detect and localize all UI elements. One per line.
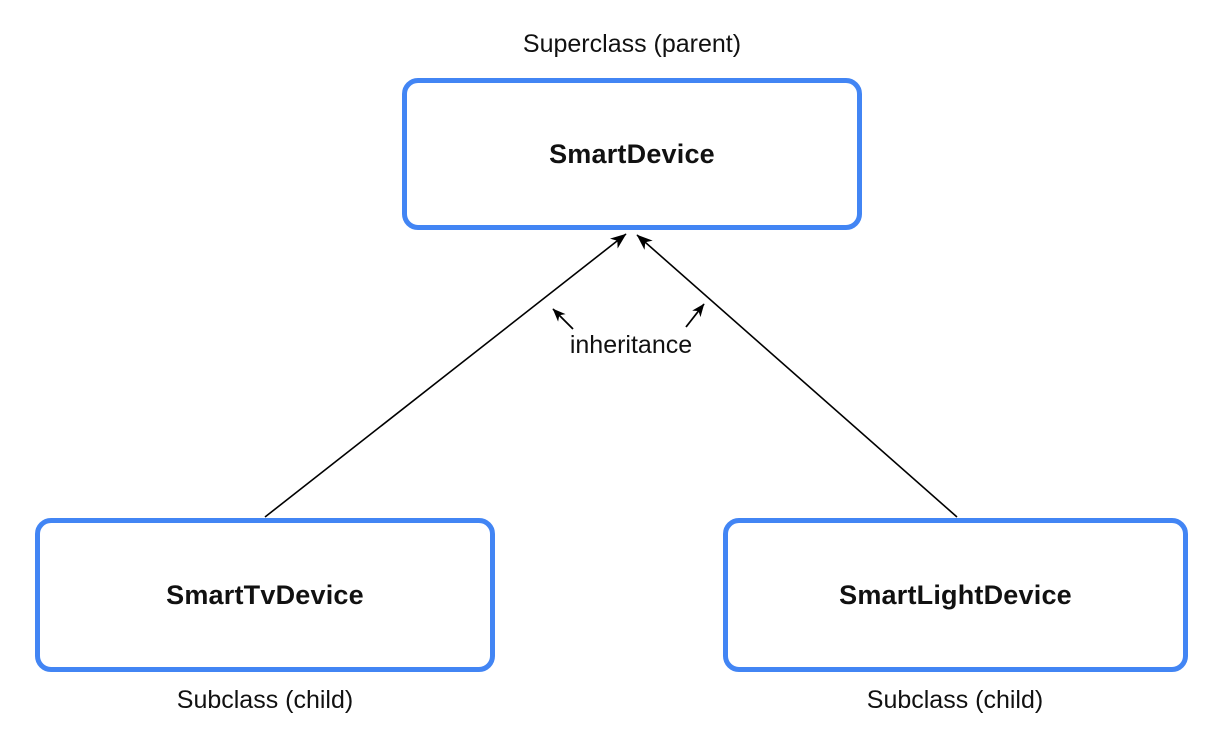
subclass-left-caption: Subclass (child) (176, 686, 354, 714)
node-smartlightdevice: SmartLightDevice (723, 518, 1188, 672)
inheritance-annotation-arrow-left (552, 308, 574, 330)
inheritance-line-left (264, 233, 627, 518)
node-smartdevice: SmartDevice (402, 78, 862, 230)
inheritance-annotation-arrow-right (685, 303, 705, 328)
inheritance-line-right (636, 234, 958, 518)
node-smartlightdevice-label: SmartLightDevice (839, 579, 1072, 610)
node-smarttvdevice-label: SmartTvDevice (166, 579, 364, 610)
inheritance-label: inheritance (569, 331, 693, 359)
node-smarttvdevice: SmartTvDevice (35, 518, 495, 672)
node-smartdevice-label: SmartDevice (549, 138, 715, 169)
superclass-caption: Superclass (parent) (522, 30, 742, 58)
subclass-right-caption: Subclass (child) (866, 686, 1044, 714)
